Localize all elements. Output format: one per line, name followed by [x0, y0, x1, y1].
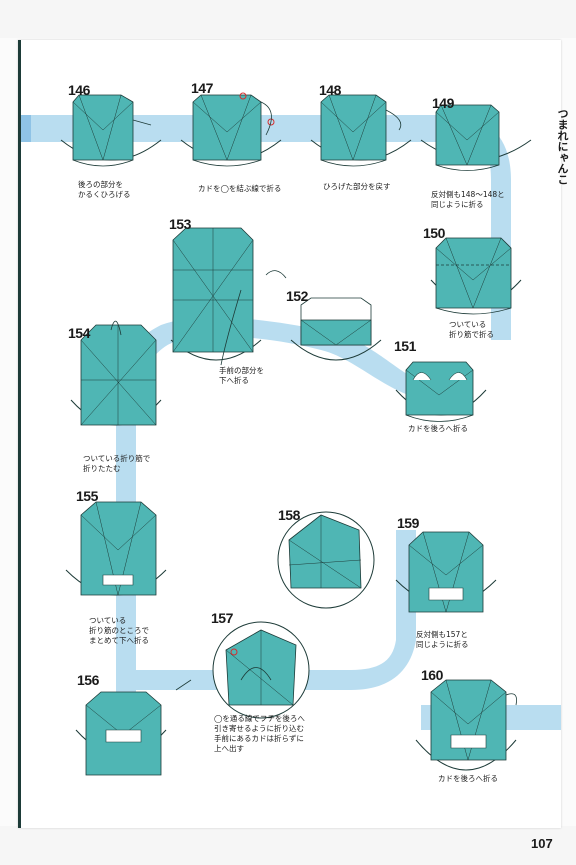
step-number: 149	[432, 95, 454, 111]
step-number: 146	[68, 82, 90, 98]
step-caption: カドを後ろへ折る	[408, 424, 468, 433]
spread-top-edge	[0, 0, 576, 38]
spread-bottom-edge	[0, 826, 576, 865]
step-157-figure	[212, 621, 310, 719]
step-number: 159	[397, 515, 419, 531]
step-number: 157	[211, 610, 233, 626]
step-number: 154	[68, 325, 90, 341]
step-number: 152	[286, 288, 308, 304]
step-number: 150	[423, 225, 445, 241]
step-number: 155	[76, 488, 98, 504]
step-caption: 反対側も148〜148と 同じように折る	[431, 190, 505, 209]
book-page: つまれにゃんこ 146 147 148 149 150 151 152 153 …	[18, 40, 569, 851]
step-caption: 手前の部分を 下へ折る	[219, 366, 264, 385]
step-147-figure	[180, 92, 282, 167]
step-caption: ついている折り筋で 折りたたむ	[83, 454, 151, 473]
step-154-figure	[70, 320, 162, 426]
step-caption: ついている 折り筋で折る	[449, 320, 494, 339]
step-number: 151	[394, 338, 416, 354]
step-160-figure	[415, 679, 517, 771]
step-number: 148	[319, 82, 341, 98]
step-caption: 後ろの部分を かるくひろげる	[78, 180, 131, 199]
step-caption: カドを◯を結ぶ線で折る	[198, 184, 282, 193]
step-151-figure	[395, 361, 487, 422]
page-number: 107	[531, 836, 553, 851]
step-number: 153	[169, 216, 191, 232]
step-153-figure	[170, 227, 287, 366]
step-152-figure	[290, 297, 382, 361]
step-146-figure	[60, 94, 162, 167]
step-caption: ひろげた部分を戻す	[323, 182, 391, 191]
step-caption: カドを後ろへ折る	[438, 774, 498, 783]
diagram-canvas	[21, 92, 561, 776]
step-149-figure	[420, 104, 532, 171]
step-number: 160	[421, 667, 443, 683]
step-caption: ついている 折り筋のところで まとめて下へ折る	[89, 616, 149, 645]
step-caption: 反対側も157と 同じように折る	[416, 630, 469, 649]
step-caption: ◯を通る線でフチを後ろへ 引き寄せるように折り込む 手前にあるカドは折らずに 上…	[214, 714, 305, 753]
step-number: 147	[191, 80, 213, 96]
step-159-figure	[395, 531, 497, 613]
step-156-figure	[75, 679, 192, 776]
step-148-figure	[310, 94, 412, 167]
section-title: つまれにゃんこ	[556, 108, 569, 185]
step-number: 156	[77, 672, 99, 688]
step-150-figure	[430, 237, 522, 315]
step-155-figure	[65, 501, 167, 596]
step-number: 158	[278, 507, 300, 523]
step-158-figure	[277, 511, 375, 609]
